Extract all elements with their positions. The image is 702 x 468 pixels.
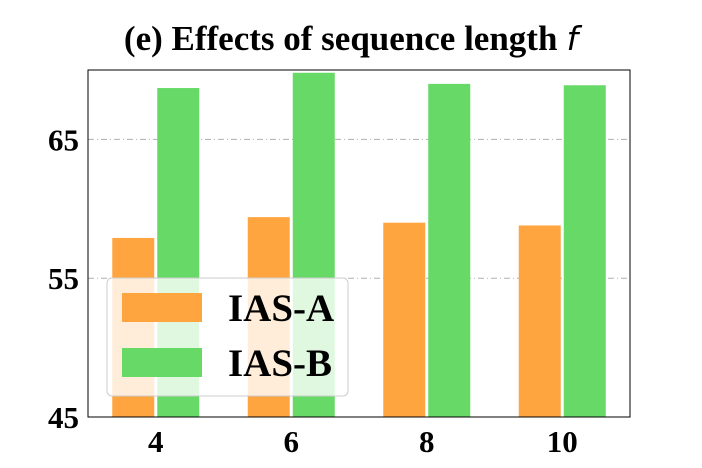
y-tick-label: 65 — [48, 122, 79, 157]
y-tick-label: 45 — [48, 400, 79, 435]
chart-title-text: (e) Effects of sequence length — [124, 19, 558, 58]
bar-ias-b-10 — [563, 85, 606, 417]
y-tick-label: 55 — [48, 261, 79, 296]
x-tick-label: 6 — [284, 424, 300, 459]
legend-swatch-ias-b — [122, 348, 202, 377]
bar-ias-a-8 — [383, 222, 426, 417]
chart-title-variable: f — [566, 19, 582, 58]
plot-frame — [87, 69, 631, 418]
bar-ias-b-8 — [428, 83, 471, 417]
bar-ias-a-10 — [518, 225, 561, 417]
x-tick-label: 8 — [419, 424, 435, 459]
legend: IAS-A IAS-B — [106, 277, 349, 397]
x-tick-label: 10 — [547, 424, 578, 459]
x-tick-label: 4 — [148, 424, 164, 459]
tick-labels: 45 55 65 4 6 8 10 — [48, 122, 578, 459]
legend-label-ias-a: IAS-A — [228, 287, 334, 330]
legend-swatch-ias-a — [122, 293, 202, 322]
legend-label-ias-b: IAS-B — [228, 342, 332, 385]
